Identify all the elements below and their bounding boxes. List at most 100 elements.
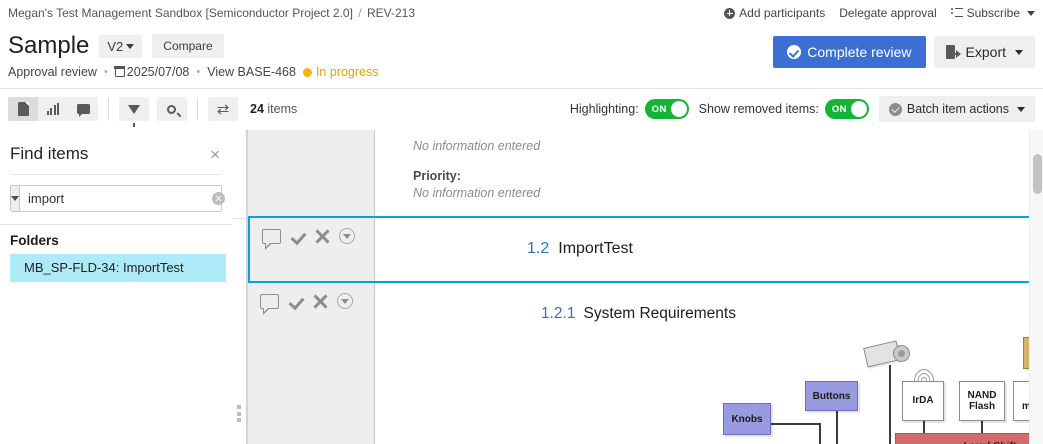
toolbar-divider: [197, 98, 198, 120]
highlighting-toggle-state: ON: [652, 104, 667, 115]
batch-item-actions-label: Batch item actions: [907, 102, 1009, 116]
priority-label: Priority:: [413, 169, 1029, 183]
add-comment-icon[interactable]: [260, 294, 279, 309]
document-icon: [18, 102, 29, 116]
diagram-connector: [819, 423, 821, 444]
find-items-header: Find items ×: [0, 130, 232, 174]
refresh-icon: ⇄: [216, 103, 230, 116]
row-gutter: [248, 283, 375, 444]
subscribe-button[interactable]: Subscribe: [951, 6, 1035, 20]
review-meta: Approval review • 2025/07/08 • View BASE…: [8, 65, 378, 79]
header-actions: Add participants Delegate approval Subsc…: [724, 6, 1035, 20]
vertical-scrollbar[interactable]: [1029, 130, 1043, 444]
search-scope-dropdown[interactable]: [11, 186, 20, 211]
subscribe-label: Subscribe: [967, 6, 1020, 20]
review-date: 2025/07/08: [115, 65, 190, 79]
folder-result-item[interactable]: MB_SP-FLD-34: ImportTest: [10, 254, 226, 282]
search-input[interactable]: [20, 186, 212, 211]
complete-review-button[interactable]: Complete review: [773, 36, 925, 68]
row-more-options-icon[interactable]: [339, 228, 355, 244]
breadcrumb-separator: /: [356, 6, 363, 20]
approve-check-icon[interactable]: [288, 293, 304, 309]
irda-signal-icon: [912, 367, 936, 381]
highlighting-control: Highlighting: ON: [570, 99, 689, 119]
row-more-options-icon[interactable]: [337, 293, 353, 309]
row-body: No information entered Priority: No info…: [375, 130, 1029, 216]
breadcrumb: Megan's Test Management Sandbox [Semicon…: [8, 6, 415, 20]
priority-value: No information entered: [413, 183, 1029, 204]
filter-button[interactable]: [119, 97, 149, 121]
check-circle-icon: [787, 45, 801, 59]
breadcrumb-item[interactable]: REV-213: [367, 6, 415, 20]
chevron-down-icon: [1015, 50, 1023, 55]
breadcrumb-project[interactable]: Megan's Test Management Sandbox [Semicon…: [8, 6, 353, 20]
add-participants-label: Add participants: [739, 6, 825, 20]
export-button[interactable]: Export: [934, 36, 1035, 68]
comments-view-button[interactable]: [68, 97, 98, 121]
check-circle-grey-icon: [889, 103, 902, 116]
diagram-connector: [889, 365, 891, 444]
toggle-knob: [671, 101, 687, 117]
refresh-button[interactable]: ⇄: [208, 97, 238, 121]
chevron-down-icon: [1017, 107, 1025, 112]
title-row: Sample V2 Compare: [8, 34, 224, 58]
search-icon: [165, 103, 178, 116]
table-row[interactable]: 1.2.1 System Requirements: [248, 283, 1029, 444]
filter-funnel-icon: [128, 105, 140, 114]
diagram-connector: [923, 421, 925, 433]
highlighting-label: Highlighting:: [570, 102, 639, 116]
view-baseline-link[interactable]: View BASE-468: [207, 65, 296, 79]
chevron-down-icon: [11, 196, 19, 201]
row-gutter: [248, 130, 375, 216]
row-gutter: [248, 218, 375, 281]
system-block-diagram: Knobs Buttons: [505, 323, 1029, 444]
status-dot-icon: [303, 68, 312, 77]
show-removed-control: Show removed items: ON: [699, 99, 869, 119]
compare-button[interactable]: Compare: [152, 34, 223, 58]
splitter-drag-handle[interactable]: [237, 405, 242, 422]
version-label: V2: [107, 39, 123, 54]
toolbar: ⇄ 24 items Highlighting: ON Show removed…: [0, 89, 1043, 129]
approve-check-icon[interactable]: [290, 228, 306, 244]
search-button[interactable]: [157, 97, 187, 121]
item-count-word: items: [267, 102, 297, 116]
show-removed-toggle-state: ON: [832, 104, 847, 115]
no-information-text: No information entered: [413, 136, 1029, 157]
export-label: Export: [966, 44, 1006, 60]
diagram-block-buttons: Buttons: [805, 381, 858, 411]
item-heading: 1.2.1 System Requirements: [375, 283, 1029, 323]
document-view-button[interactable]: [8, 97, 38, 121]
diagram-block-nand-flash: NAND Flash: [959, 381, 1005, 421]
item-title: ImportTest: [558, 240, 633, 258]
find-items-title: Find items: [10, 144, 88, 164]
show-removed-toggle[interactable]: ON: [825, 99, 869, 119]
scrollbar-thumb[interactable]: [1033, 154, 1042, 194]
reject-close-icon[interactable]: [315, 229, 330, 244]
item-number: 1.2: [527, 240, 549, 258]
subscribe-list-icon: [951, 8, 963, 19]
diagram-block-irda: IrDA: [902, 381, 944, 421]
table-row[interactable]: 1.2 ImportTest: [248, 216, 1029, 283]
close-icon[interactable]: ×: [208, 146, 222, 163]
delegate-approval-label: Delegate approval: [839, 6, 936, 20]
calendar-icon: [115, 67, 125, 77]
delegate-approval-button[interactable]: Delegate approval: [839, 6, 936, 20]
batch-item-actions-button[interactable]: Batch item actions: [879, 96, 1035, 122]
comment-icon: [77, 104, 90, 114]
version-dropdown[interactable]: V2: [99, 35, 142, 58]
add-comment-icon[interactable]: [262, 229, 281, 244]
highlighting-toggle[interactable]: ON: [645, 99, 689, 119]
table-row[interactable]: No information entered Priority: No info…: [248, 130, 1029, 216]
items-list: No information entered Priority: No info…: [248, 130, 1029, 444]
chart-view-button[interactable]: [38, 97, 68, 121]
view-mode-group: [8, 97, 98, 121]
row-action-icons: [250, 218, 374, 244]
clear-search-button[interactable]: [212, 186, 225, 211]
reject-close-icon[interactable]: [313, 294, 328, 309]
diagram-block-knobs: Knobs: [723, 403, 771, 435]
add-participants-button[interactable]: Add participants: [724, 6, 825, 20]
page-title: Sample: [8, 34, 89, 58]
clear-icon: [212, 192, 225, 205]
diagram-connector: [771, 423, 821, 425]
